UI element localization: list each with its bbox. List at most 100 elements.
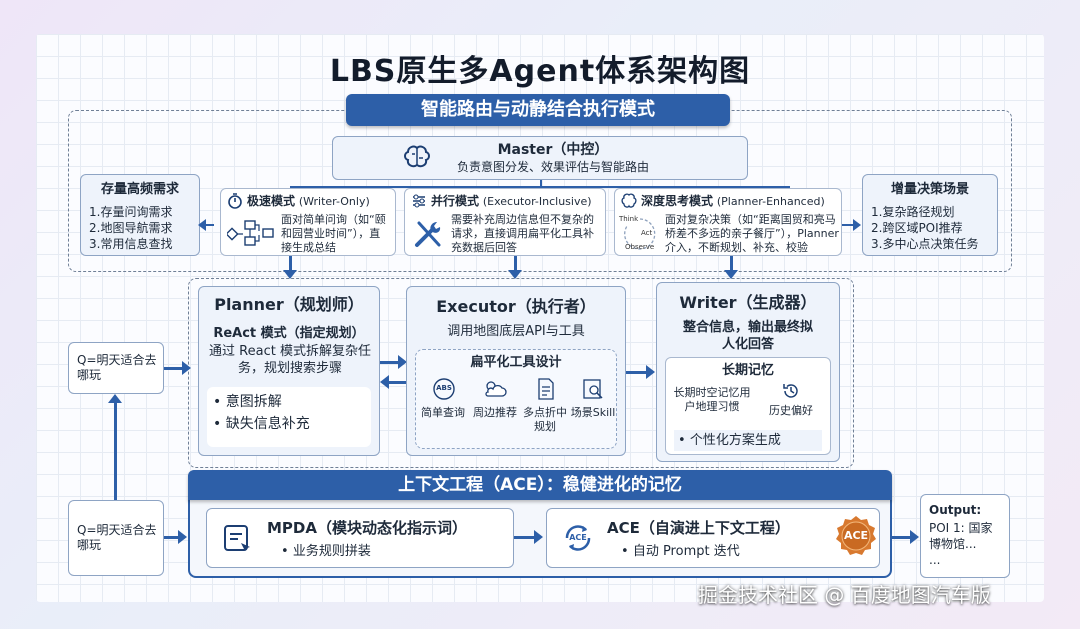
- brain-icon: [404, 145, 430, 168]
- planner-title: Planner（规划师）: [214, 295, 364, 314]
- planner-list: • 意图拆解 • 缺失信息补充: [207, 387, 371, 447]
- connector-arrow: [202, 224, 214, 226]
- mode-deep-name: 深度思考模式: [641, 194, 714, 208]
- arrow-head: [724, 270, 738, 279]
- arrow-head: [534, 530, 543, 544]
- mode-parallel-box: 并行模式 (Executor-Inclusive) 需要补充周边信息但不复杂的请…: [404, 188, 606, 256]
- query-box-bottom: Q=明天适合去哪玩: [68, 500, 164, 576]
- ace-badge-icon: [836, 516, 876, 555]
- cycle-observe: Observe: [625, 243, 655, 251]
- writer-item: • 个性化方案生成: [674, 430, 822, 451]
- cycle-think: Think: [619, 215, 639, 223]
- arrow-head: [398, 355, 407, 369]
- stopwatch-icon: [228, 193, 242, 209]
- think-act-observe-cycle-icon: [624, 218, 656, 250]
- planner-item-text: 意图拆解: [225, 394, 282, 410]
- ace-icon-label: ACE: [569, 533, 587, 542]
- query-text: Q=明天适合去哪玩: [77, 523, 157, 552]
- mode-parallel-name: 并行模式: [431, 194, 480, 208]
- ace-cycle-icon: [565, 525, 591, 551]
- abs-icon: [433, 378, 455, 400]
- ace-title: ACE（自演进上下文工程）: [607, 519, 790, 537]
- memory-spatiotemporal: 长期时空记忆用户地理习惯: [673, 386, 751, 413]
- workflow-icon: [227, 220, 274, 246]
- incremental-decision-box: 增量决策场景 1.复杂路径规划 2.跨区域POI推荐 3.多中心点决策任务: [862, 174, 998, 256]
- diagram-card: LBS原生多Agent体系架构图 智能路由与动静结合执行模式 Master（中控…: [36, 34, 1044, 602]
- brain-small-icon: [621, 193, 637, 208]
- stock-demand-item: 1.存量问询需求: [89, 205, 173, 219]
- ace-box: ACE ACE（自演进上下文工程） • 自动 Prompt 迭代 ACE: [546, 508, 880, 568]
- connector-arrow: [114, 402, 117, 500]
- writer-desc: 整合信息，输出最终拟人化回答: [682, 320, 813, 352]
- tool-label: 简单查询: [421, 406, 465, 419]
- planner-item: • 缺失信息补充: [213, 416, 310, 432]
- ace-item-text: 自动 Prompt 迭代: [632, 544, 740, 559]
- history-icon: [783, 384, 798, 398]
- stock-demand-title: 存量高频需求: [100, 182, 179, 197]
- connector-arrow: [380, 361, 400, 364]
- arrow-head: [182, 361, 191, 375]
- arrow-head: [283, 270, 297, 279]
- stock-demand-item: 3.常用信息查找: [89, 237, 173, 251]
- mode-deep-sub: (Planner-Enhanced): [716, 195, 825, 208]
- flat-tools-region: 扁平化工具设计 ABS 简单查询 周边推荐 多点折中规划 场景Skill: [415, 349, 617, 449]
- long-term-memory-box: 长期记忆 长期时空记忆用户地理习惯 历史偏好 • 个性化方案生成: [665, 357, 831, 455]
- connector-arrow: [164, 536, 180, 539]
- edit-document-icon: [224, 525, 250, 551]
- incremental-decision-title: 增量决策场景: [890, 182, 969, 197]
- connector-arrow: [842, 224, 854, 226]
- connector-line: [290, 186, 790, 188]
- memory-history-preference: 历史偏好: [769, 404, 813, 417]
- mode-fast-box: 极速模式 (Writer-Only) 面对简单问询（如“颐和园营业时间”），直接…: [220, 188, 396, 256]
- mode-deep-title: 深度思考模式 (Planner-Enhanced): [641, 194, 825, 209]
- arrow-head: [910, 530, 919, 544]
- tool-label: 场景Skill: [570, 406, 616, 419]
- mode-parallel-sub: (Executor-Inclusive): [482, 195, 592, 208]
- ace-banner: 上下文工程（ACE）：稳健进化的记忆: [188, 470, 892, 500]
- writer-item-text: 个性化方案生成: [689, 433, 781, 448]
- mode-fast-sub: (Writer-Only): [298, 195, 370, 208]
- ace-badge-text: ACE: [843, 529, 869, 542]
- planner-item-text: 缺失信息补充: [225, 416, 310, 432]
- planner-box: Planner（规划师） ReAct 模式（指定规划） 通过 React 模式拆…: [198, 286, 380, 456]
- query-box-top: Q=明天适合去哪玩: [68, 342, 164, 394]
- mpda-item-text: 业务规则拼装: [292, 544, 371, 559]
- output-box: Output: POI 1: 国家 博物馆... ...: [920, 494, 1010, 578]
- weather-icon: [485, 381, 507, 397]
- mode-fast-title: 极速模式 (Writer-Only): [247, 194, 370, 209]
- master-box: Master（中控） 负责意图分发、效果评估与智能路由: [332, 136, 748, 180]
- connector-arrow: [514, 256, 517, 272]
- connector-arrow: [626, 371, 648, 374]
- cycle-act: Act: [641, 229, 653, 237]
- output-line: 博物馆...: [929, 537, 977, 551]
- stock-demand-box: 存量高频需求 1.存量问询需求 2.地图导航需求 3.常用信息查找: [80, 174, 200, 256]
- planner-desc: 通过 React 模式拆解复杂任务，规划搜索步骤: [209, 344, 371, 376]
- mpda-box: MPDA（模块动态化指示词） • 业务规则拼装: [206, 508, 514, 568]
- planner-item: • 意图拆解: [213, 394, 282, 410]
- incremental-decision-item: 1.复杂路径规划: [871, 205, 955, 219]
- mode-deep-box: 深度思考模式 (Planner-Enhanced) Think Act Obse…: [614, 188, 842, 256]
- master-desc: 负责意图分发、效果评估与智能路由: [456, 160, 649, 174]
- sliders-icon: [413, 194, 425, 208]
- mode-fast-desc: 面对简单问询（如“颐和园营业时间”），直接生成总结: [281, 213, 386, 254]
- output-line: ...: [929, 553, 941, 567]
- executor-box: Executor（执行者） 调用地图底层API与工具 扁平化工具设计 ABS 简…: [406, 286, 626, 456]
- mpda-title: MPDA（模块动态化指示词）: [267, 519, 467, 537]
- master-title: Master（中控）: [497, 142, 609, 158]
- mode-deep-desc: 面对复杂决策（如“距离国贸和亮马桥差不多远的亲子餐厅”），Planner介入，不…: [665, 213, 839, 254]
- executor-title: Executor（执行者）: [436, 297, 596, 316]
- connector-arrow: [892, 536, 912, 539]
- output-title: Output:: [929, 503, 982, 517]
- mode-parallel-title: 并行模式 (Executor-Inclusive): [431, 194, 592, 209]
- writer-title: Writer（生成器）: [679, 293, 817, 312]
- watermark: 掘金技术社区 @ 百度地图汽车版: [698, 583, 991, 607]
- writer-box: Writer（生成器） 整合信息，输出最终拟人化回答 长期记忆 长期时空记忆用户…: [656, 282, 840, 462]
- arrow-head: [380, 375, 389, 389]
- routing-banner: 智能路由与动静结合执行模式: [346, 94, 730, 126]
- stock-demand-item: 2.地图导航需求: [89, 221, 173, 235]
- arrow-head: [853, 219, 861, 231]
- connector-arrow: [514, 536, 536, 539]
- incremental-decision-item: 3.多中心点决策任务: [871, 237, 979, 251]
- executor-desc: 调用地图底层API与工具: [447, 324, 585, 339]
- query-text: Q=明天适合去哪玩: [77, 353, 157, 382]
